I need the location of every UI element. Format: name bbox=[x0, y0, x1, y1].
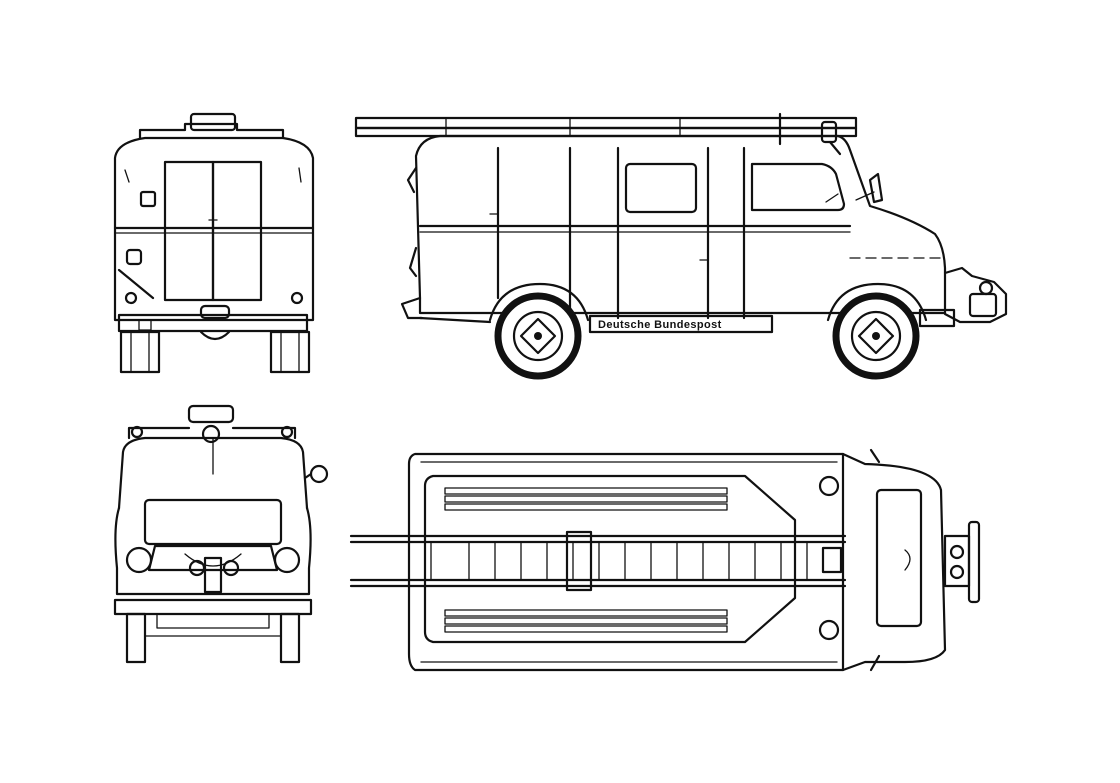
roof-ladder bbox=[356, 114, 856, 154]
windshield bbox=[145, 500, 281, 544]
roof-box bbox=[191, 114, 235, 130]
roof-rack bbox=[140, 124, 283, 138]
roof-beacon bbox=[189, 406, 233, 422]
cab-window bbox=[752, 164, 844, 210]
side-sill bbox=[590, 316, 772, 332]
rear-door-right bbox=[213, 162, 261, 300]
side-body bbox=[416, 136, 945, 313]
rear-bumper bbox=[119, 315, 307, 331]
front-wheel-right bbox=[281, 614, 299, 662]
rear-door-left bbox=[165, 162, 213, 300]
headlight-left bbox=[127, 548, 151, 572]
cab-roof bbox=[877, 490, 921, 626]
roof-tray bbox=[425, 476, 795, 642]
front-mirror bbox=[311, 466, 327, 482]
side-wheel-rear bbox=[498, 296, 578, 376]
rear-wheel-right bbox=[271, 332, 309, 372]
top-view bbox=[345, 440, 1020, 670]
side-lettering: Deutsche Bundespost bbox=[598, 319, 722, 331]
rear-wheel-left bbox=[121, 332, 159, 372]
side-view: Deutsche Bundespost bbox=[350, 108, 1020, 383]
top-body bbox=[409, 454, 945, 670]
top-front-pump bbox=[945, 522, 979, 602]
hose-rack-bottom bbox=[445, 610, 727, 632]
front-bumper-side bbox=[920, 310, 954, 326]
front-pump bbox=[945, 268, 1006, 322]
side-window bbox=[626, 164, 696, 212]
rear-body bbox=[115, 138, 313, 320]
mirror bbox=[870, 174, 882, 202]
front-grille bbox=[149, 546, 277, 570]
hose-rack-top bbox=[445, 488, 727, 510]
top-ladder bbox=[351, 532, 845, 590]
headlight-right bbox=[275, 548, 299, 572]
front-wheel-left bbox=[127, 614, 145, 662]
rear-view bbox=[105, 110, 325, 380]
front-view bbox=[105, 398, 345, 668]
side-wheel-front bbox=[836, 296, 916, 376]
front-bumper bbox=[115, 600, 311, 614]
